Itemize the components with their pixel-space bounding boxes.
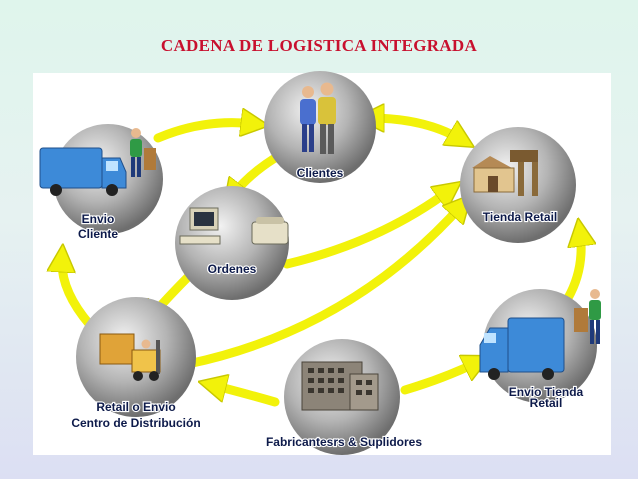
telephone-icon <box>251 217 289 245</box>
node-label-retail-envio-2: Centro de Distribución <box>71 416 200 430</box>
node-label-envio-tienda-2: Retail <box>530 396 563 410</box>
delivery-truck-icon <box>39 147 127 196</box>
node-centro-distribucion: Retail o Envio Centro de Distribución <box>70 297 202 431</box>
node-label-retail-envio-1: Retail o Envio <box>96 400 175 414</box>
node-label-ordenes: Ordenes <box>208 262 257 276</box>
arrow-ordenes-to-tienda <box>282 190 450 269</box>
computer-icon <box>179 207 221 245</box>
node-envio-cliente: Envio Cliente <box>39 124 163 242</box>
delivery-worker-icon <box>574 289 601 344</box>
arrow-envio-cliente-to-clientes <box>153 123 255 143</box>
node-label-tienda-retail: Tienda Retail <box>483 210 557 224</box>
node-envio-tienda: Envio Tienda Retail <box>479 289 601 411</box>
flow-arrows <box>62 118 581 407</box>
delivery-worker-icon <box>130 128 156 177</box>
arrow-retail-to-tienda <box>183 205 462 369</box>
delivery-truck-icon <box>479 317 565 380</box>
customers-icon <box>300 82 336 154</box>
node-label-fabricantes: Fabricantesrs & Suplidores <box>266 435 422 449</box>
forklift-icon <box>99 333 161 381</box>
factory-building-icon <box>301 361 379 411</box>
arrow-fabricantes-to-envio-tienda <box>400 362 478 395</box>
arrow-fabricantes-to-retail <box>212 385 280 407</box>
node-ordenes: Ordenes <box>175 186 289 300</box>
node-fabricantes: Fabricantesrs & Suplidores <box>265 339 423 455</box>
arrow-clientes-tienda-bidirectional <box>370 118 462 140</box>
node-label-envio-cliente-2: Cliente <box>78 227 118 241</box>
page-title: CADENA DE LOGISTICA INTEGRADA <box>160 36 478 55</box>
store-icon <box>472 150 538 196</box>
arrow-retail-to-envio-cliente <box>62 258 95 330</box>
node-label-clientes: Clientes <box>297 166 344 180</box>
arrow-envio-tienda-to-tienda <box>563 232 581 303</box>
node-label-envio-tienda-1: Envio Tienda <box>509 385 584 399</box>
node-label-envio-cliente-1: Envio <box>82 212 115 226</box>
node-tienda-retail: Tienda Retail <box>460 127 576 243</box>
node-clientes: Clientes <box>264 71 376 183</box>
